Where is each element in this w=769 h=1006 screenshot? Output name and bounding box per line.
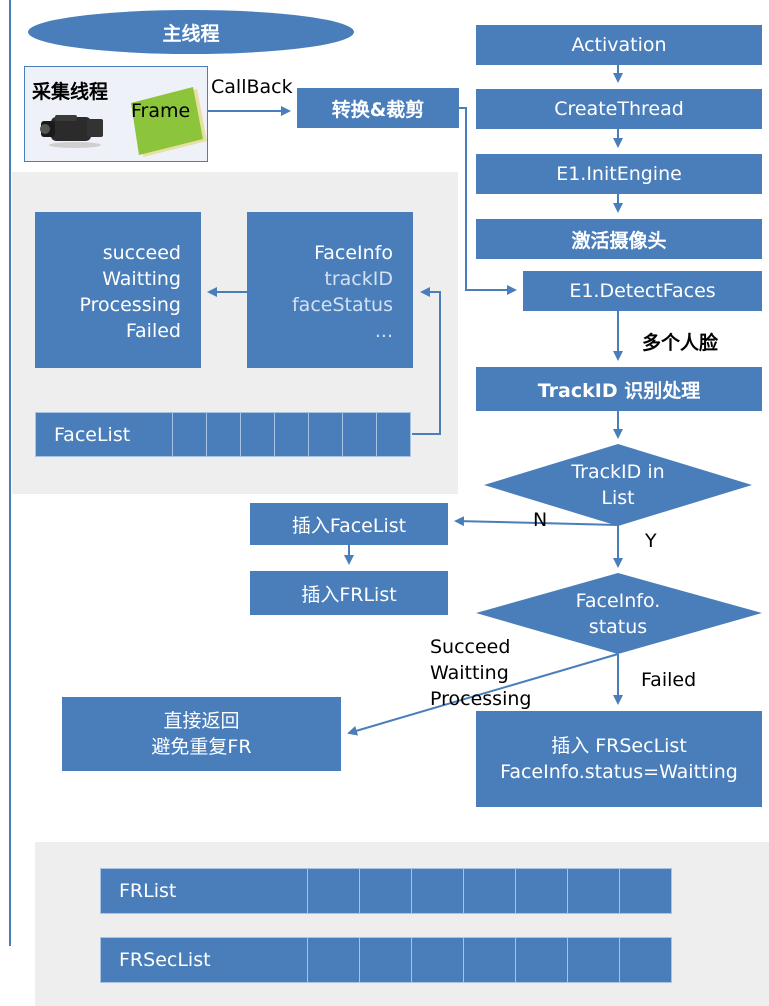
- decision-status-text: FaceInfo. status: [520, 588, 716, 640]
- insert-frlist-label: 插入FRList: [301, 583, 397, 606]
- return-line-2: 避免重复FR: [151, 736, 252, 758]
- status-failed: Failed: [125, 320, 181, 342]
- activate-camera-box: 激活摄像头: [476, 219, 762, 259]
- facelist-cell: [342, 412, 377, 457]
- facelist-to-faceinfo-arrow: [412, 287, 441, 435]
- success-state-processing: Processing: [430, 688, 532, 710]
- video-camera-icon: [39, 105, 109, 151]
- no-branch-arrow: [456, 521, 619, 526]
- decision-trackid-line-2: List: [601, 487, 635, 509]
- convert-crop-box: 转换&裁剪: [297, 88, 459, 128]
- insert-facelist-label: 插入FaceList: [291, 514, 407, 537]
- init-engine-box: E1.InitEngine: [476, 154, 762, 194]
- frseclist-cell: [515, 937, 568, 983]
- frseclist-cell: [411, 937, 464, 983]
- branch-no-label: N: [533, 509, 548, 531]
- decision-trackid-text: TrackID in List: [520, 459, 716, 511]
- success-branch-arrow: [347, 653, 619, 736]
- insert-frseclist-line-1: 插入 FRSecList: [551, 735, 687, 757]
- frlist-cell: [515, 868, 568, 914]
- decision-status-line-2: status: [588, 616, 648, 638]
- frlist-cell: [619, 868, 672, 914]
- decision-trackid-line-1: TrackID in: [571, 461, 665, 483]
- decision-status-diamond: [476, 573, 762, 654]
- frseclist-cell: [619, 937, 672, 983]
- convert-to-detect-arrow: [459, 107, 517, 295]
- return-line-1: 直接返回: [163, 710, 240, 732]
- status-succeed: succeed: [102, 242, 181, 264]
- main-thread-title-text: 主线程: [162, 22, 220, 45]
- facelist-cell: [308, 412, 343, 457]
- capture-thread-title: 采集线程: [32, 81, 109, 103]
- detect-faces-box: E1.DetectFaces: [523, 271, 762, 311]
- facelist-label: FaceList: [54, 423, 131, 446]
- frlist-cell: [411, 868, 464, 914]
- callback-label: CallBack: [211, 76, 293, 98]
- success-states-label: Succeed Waitting Processing: [430, 634, 531, 712]
- facelist-cell: [376, 412, 411, 457]
- status-waitting: Waitting: [102, 268, 181, 290]
- convert-crop-label: 转换&裁剪: [331, 98, 425, 121]
- failed-label: Failed: [641, 669, 697, 691]
- init-engine-label: E1.InitEngine: [556, 163, 682, 185]
- frame-label: Frame: [131, 100, 191, 122]
- success-state-waitting: Waitting: [430, 662, 509, 684]
- facelist-cell: [172, 412, 207, 457]
- return-box: 直接返回 避免重复FR: [62, 697, 341, 771]
- faceinfo-trackid: trackID: [324, 268, 393, 290]
- activation-label: Activation: [571, 34, 667, 56]
- faceinfo-title: FaceInfo: [314, 242, 393, 264]
- insert-facelist-box: 插入FaceList: [250, 503, 448, 545]
- insert-frlist-box: 插入FRList: [250, 571, 448, 615]
- capture-thread-box: 采集线程 Frame: [24, 66, 208, 162]
- frame-image: [125, 85, 209, 161]
- facelist-bar: FaceList: [35, 412, 173, 457]
- faceinfo-facestatus: faceStatus: [291, 294, 393, 316]
- decision-trackid-diamond: [484, 444, 752, 526]
- insert-frseclist-line-2: FaceInfo.status=Waitting: [500, 761, 738, 783]
- frseclist-bar: FRSecList: [100, 937, 308, 983]
- create-thread-label: CreateThread: [554, 98, 684, 120]
- branch-yes-label: Y: [645, 530, 657, 552]
- main-thread-line: [9, 0, 11, 946]
- decision-status-line-1: FaceInfo.: [575, 590, 661, 612]
- frlist-cell: [567, 868, 620, 914]
- status-box: succeed Waitting Processing Failed: [35, 212, 201, 368]
- frseclist-label: FRSecList: [119, 949, 211, 971]
- facelist-cell: [274, 412, 309, 457]
- activate-camera-label: 激活摄像头: [571, 229, 667, 252]
- faceinfo-ellipsis: ...: [374, 320, 393, 342]
- trackid-process-label: TrackID 识别处理: [537, 379, 701, 402]
- status-processing: Processing: [79, 294, 181, 316]
- detect-faces-label: E1.DetectFaces: [569, 280, 716, 302]
- faceinfo-box: FaceInfo trackID faceStatus ...: [247, 212, 413, 368]
- create-thread-box: CreateThread: [476, 89, 762, 129]
- main-thread-title: 主线程: [28, 10, 354, 54]
- success-state-succeed: Succeed: [430, 636, 511, 658]
- frlist-bar: FRList: [100, 868, 308, 914]
- insert-frseclist-box: 插入 FRSecList FaceInfo.status=Waitting: [476, 711, 762, 807]
- frlist-cell: [359, 868, 412, 914]
- activation-box: Activation: [476, 25, 762, 65]
- trackid-process-box: TrackID 识别处理: [476, 367, 762, 411]
- frlist-label: FRList: [119, 880, 177, 902]
- frlist-cell: [307, 868, 360, 914]
- multiple-faces-label: 多个人脸: [642, 332, 719, 354]
- facelist-cell: [240, 412, 275, 457]
